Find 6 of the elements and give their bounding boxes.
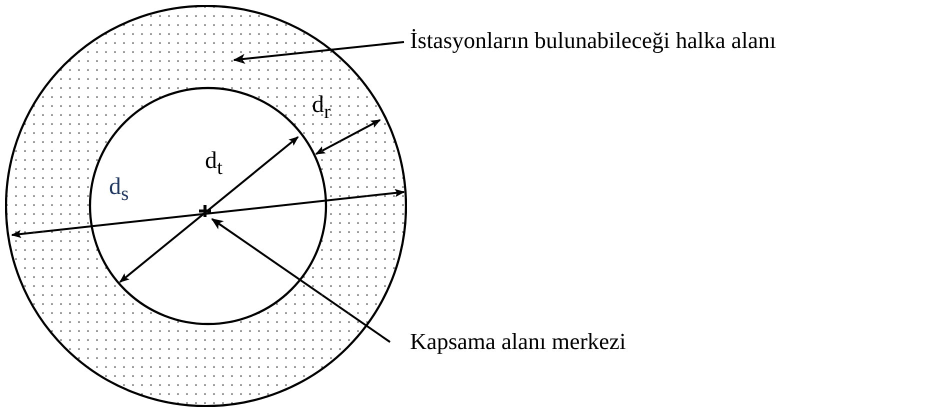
callout-text: Kapsama alanı merkezi <box>410 329 626 355</box>
callout-text: İstasyonların bulunabileceği halka alanı <box>410 28 776 54</box>
leader-arrow <box>211 218 391 343</box>
dimension-symbol: d$_{t}$ <box>205 148 223 181</box>
dimension-symbol: d$_{r}$ <box>312 92 331 125</box>
dimension-symbol: d$_{s}$ <box>109 174 129 207</box>
